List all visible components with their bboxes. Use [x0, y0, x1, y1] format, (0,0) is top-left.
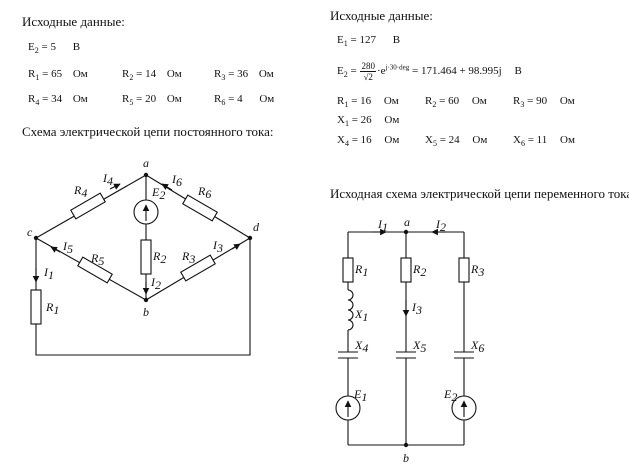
dc-bridge-wires [35, 174, 251, 301]
right-circuit-title: Исходная схема электрической цепи переме… [330, 186, 629, 201]
ac-label-e2: E2 [443, 387, 457, 404]
ac-node-a-label: a [404, 215, 410, 229]
param-x6: X6 = 11 Ом [513, 134, 575, 149]
dc-resistor-r2 [140, 239, 152, 275]
dc-label-i1: I1 [43, 265, 54, 282]
param-e2: E2 = 5 В [28, 41, 81, 56]
param-e2-complex: E2 = 280 √2 ·ej·30·deg = 171.464 + 98.99… [337, 61, 522, 82]
dc-resistor-r3 [180, 254, 216, 282]
dc-label-i6: I6 [171, 172, 182, 189]
dc-label-i3: I3 [212, 238, 223, 255]
ac-label-x6: X6 [470, 338, 484, 355]
ac-node-b-label: b [403, 451, 409, 465]
ac-resistor-r1 [342, 257, 354, 283]
dc-node-b [143, 297, 149, 303]
param-r5: R5 = 20 Ом [122, 93, 182, 108]
param-x4: X4 = 16 Ом [337, 134, 400, 149]
ac-circuit: a b I1 I2 R1 R2 R3 I3 X1 X4 X5 X6 E1 E2 [335, 215, 484, 465]
ac-label-r1: R1 [354, 262, 368, 279]
dc-node-c-label: c [27, 225, 33, 239]
dc-label-i4: I4 [102, 171, 113, 188]
dc-label-r2: R2 [152, 249, 166, 266]
dc-label-e2: E2 [151, 185, 165, 202]
ac-label-i2: I2 [435, 217, 446, 234]
param-r1: R1 = 65 Ом [28, 68, 88, 83]
left-title: Исходные данные: [22, 14, 125, 29]
param-r2: R2 = 14 Ом [122, 68, 182, 83]
dc-arrow-i6 [161, 183, 173, 191]
ac-resistor-r3 [458, 257, 470, 283]
ac-label-e1: E1 [353, 387, 367, 404]
param-e1: E1 = 127 В [337, 34, 401, 49]
dc-node-d-label: d [253, 220, 260, 234]
ac-node-b [403, 442, 409, 448]
right-title: Исходные данные: [330, 8, 433, 23]
param-x1: X1 = 26 Ом [337, 114, 400, 129]
ac-node-a [403, 229, 409, 235]
dc-label-r4: R4 [73, 183, 87, 200]
ac-label-r3: R3 [470, 262, 484, 279]
dc-resistor-r4 [70, 192, 106, 220]
dc-label-r6: R6 [197, 184, 211, 201]
ac-label-r2: R2 [412, 262, 426, 279]
dc-resistor-r6 [182, 194, 218, 222]
param-r2-ac: R2 = 60 Ом [425, 95, 487, 110]
param-r1-ac: R1 = 16 Ом [337, 95, 399, 110]
dc-arrow-i4 [109, 183, 121, 190]
ac-label-i3: I3 [411, 300, 422, 317]
ac-inductor-x1 [347, 289, 354, 331]
dc-label-i5: I5 [62, 239, 73, 256]
dc-label-r3: R3 [181, 249, 195, 266]
dc-node-b-label: b [143, 305, 149, 319]
param-x5: X5 = 24 Ом [425, 134, 488, 149]
left-circuit-title: Схема электрической цепи постоянного ток… [22, 124, 274, 139]
param-r3-ac: R3 = 90 Ом [513, 95, 575, 110]
ac-label-x4: X4 [354, 338, 368, 355]
param-r3: R3 = 36 Ом [214, 68, 274, 83]
dc-arrow-i3 [231, 243, 241, 250]
ac-label-x1: X1 [354, 307, 368, 324]
param-r4: R4 = 34 Ом [28, 93, 88, 108]
dc-label-r5: R5 [90, 251, 104, 268]
ac-label-i1: I1 [377, 217, 388, 234]
dc-label-i2: I2 [150, 275, 161, 292]
ac-resistor-r2 [400, 257, 412, 283]
dc-resistor-r5 [77, 256, 113, 284]
ac-label-x5: X5 [412, 338, 426, 355]
dc-arrow-i5 [50, 246, 61, 253]
param-r6: R6 = 4 Ом [214, 93, 275, 108]
dc-node-d [247, 235, 253, 241]
dc-node-c [33, 235, 39, 241]
dc-node-a-label: a [143, 156, 149, 170]
dc-resistor-r1 [30, 289, 42, 325]
dc-circuit: a b c d R4 I4 I6 R6 E2 R2 I2 I5 R5 R3 I3… [27, 156, 260, 356]
dc-node-a [143, 172, 149, 178]
dc-label-r1: R1 [45, 300, 59, 317]
